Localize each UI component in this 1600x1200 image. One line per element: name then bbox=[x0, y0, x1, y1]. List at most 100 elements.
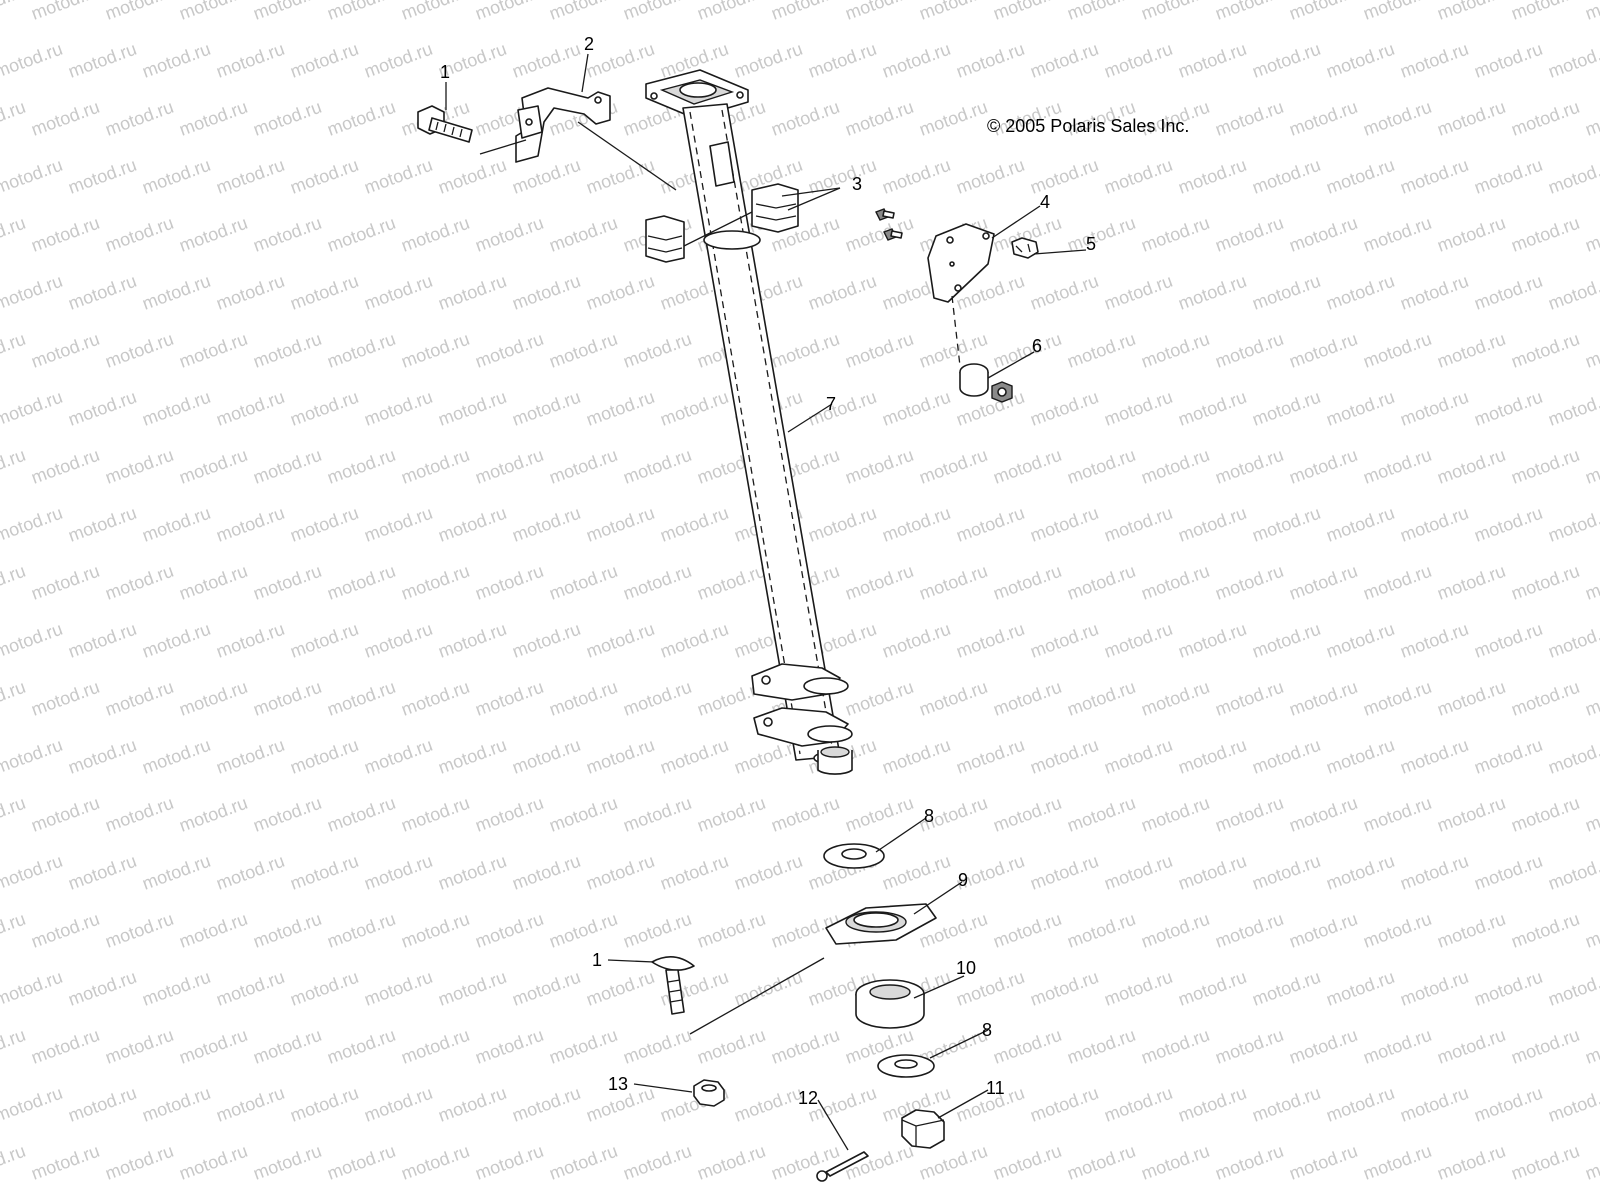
watermark-text: motod.ru bbox=[1361, 909, 1435, 952]
watermark-text: motod.ru bbox=[510, 851, 584, 894]
watermark-text: motod.ru bbox=[1398, 387, 1472, 430]
watermark-text: motod.ru bbox=[1213, 1025, 1287, 1068]
watermark-text: motod.ru bbox=[140, 39, 214, 82]
watermark-text: motod.ru bbox=[1213, 445, 1287, 488]
watermark-text: motod.ru bbox=[1324, 271, 1398, 314]
watermark-text: motod.ru bbox=[362, 735, 436, 778]
watermark-text: motod.ru bbox=[1361, 1141, 1435, 1184]
watermark-text: motod.ru bbox=[1213, 97, 1287, 140]
watermark-text: motod.ru bbox=[0, 387, 65, 430]
watermark-text: motod.ru bbox=[1028, 387, 1102, 430]
watermark-text: motod.ru bbox=[103, 1141, 177, 1184]
watermark-text: motod.ru bbox=[29, 213, 103, 256]
watermark-text: motod.ru bbox=[473, 561, 547, 604]
watermark-text: motod.ru bbox=[1028, 619, 1102, 662]
castle-nut bbox=[901, 1109, 945, 1149]
watermark-text: motod.ru bbox=[1398, 39, 1472, 82]
spacer-and-nut bbox=[959, 363, 1013, 403]
watermark-text: motod.ru bbox=[399, 561, 473, 604]
watermark-text: motod.ru bbox=[769, 97, 843, 140]
watermark-text: motod.ru bbox=[1472, 619, 1546, 662]
watermark-text: motod.ru bbox=[1324, 503, 1398, 546]
watermark-text: motod.ru bbox=[1583, 793, 1600, 836]
cotter-pin bbox=[816, 1151, 869, 1182]
watermark-text: motod.ru bbox=[584, 39, 658, 82]
watermark-text: motod.ru bbox=[1509, 561, 1583, 604]
watermark-text: motod.ru bbox=[325, 213, 399, 256]
watermark-text: motod.ru bbox=[1287, 909, 1361, 952]
watermark-text: motod.ru bbox=[29, 0, 103, 24]
watermark-text: motod.ru bbox=[1028, 39, 1102, 82]
watermark-text: motod.ru bbox=[1102, 619, 1176, 662]
watermark-text: motod.ru bbox=[1583, 1141, 1600, 1184]
watermark-text: motod.ru bbox=[1287, 1025, 1361, 1068]
watermark-text: motod.ru bbox=[547, 445, 621, 488]
watermark-text: motod.ru bbox=[177, 445, 251, 488]
watermark-text: motod.ru bbox=[584, 155, 658, 198]
watermark-text: motod.ru bbox=[1509, 909, 1583, 952]
watermark-text: motod.ru bbox=[288, 387, 362, 430]
thick-bushing bbox=[855, 979, 925, 1029]
screw-small bbox=[875, 208, 903, 241]
watermark-text: motod.ru bbox=[1583, 909, 1600, 952]
watermark-text: motod.ru bbox=[251, 1025, 325, 1068]
watermark-text: motod.ru bbox=[436, 1083, 510, 1126]
watermark-text: motod.ru bbox=[103, 0, 177, 24]
callout-9: 9 bbox=[958, 870, 968, 890]
watermark-text: motod.ru bbox=[1546, 155, 1600, 198]
watermark-text: motod.ru bbox=[769, 329, 843, 372]
watermark-text: motod.ru bbox=[214, 39, 288, 82]
watermark-text: motod.ru bbox=[1472, 1083, 1546, 1126]
watermark-text: motod.ru bbox=[251, 445, 325, 488]
watermark-text: motod.ru bbox=[1398, 155, 1472, 198]
watermark-text: motod.ru bbox=[0, 503, 65, 546]
watermark-text: motod.ru bbox=[658, 735, 732, 778]
watermark-text: motod.ru bbox=[399, 1025, 473, 1068]
watermark-text: motod.ru bbox=[547, 329, 621, 372]
watermark-text: motod.ru bbox=[1472, 735, 1546, 778]
watermark-text: motod.ru bbox=[917, 97, 991, 140]
washer-upper bbox=[823, 843, 885, 869]
callout-1-top: 1 bbox=[440, 62, 450, 82]
watermark-text: motod.ru bbox=[843, 561, 917, 604]
watermark-text: motod.ru bbox=[1028, 851, 1102, 894]
watermark-text: motod.ru bbox=[362, 851, 436, 894]
watermark-text: motod.ru bbox=[1250, 503, 1324, 546]
watermark-text: motod.ru bbox=[1176, 967, 1250, 1010]
watermark-text: motod.ru bbox=[991, 1025, 1065, 1068]
watermark-text: motod.ru bbox=[1213, 0, 1287, 24]
watermark-text: motod.ru bbox=[399, 677, 473, 720]
watermark-text: motod.ru bbox=[584, 503, 658, 546]
callout-5: 5 bbox=[1086, 234, 1096, 254]
watermark-text: motod.ru bbox=[251, 213, 325, 256]
watermark-text: motod.ru bbox=[1065, 677, 1139, 720]
watermark-text: motod.ru bbox=[1250, 1083, 1324, 1126]
watermark-text: motod.ru bbox=[880, 851, 954, 894]
watermark-text: motod.ru bbox=[1028, 1083, 1102, 1126]
watermark-text: motod.ru bbox=[843, 677, 917, 720]
watermark-text: motod.ru bbox=[1028, 155, 1102, 198]
watermark-text: motod.ru bbox=[177, 1141, 251, 1184]
watermark-text: motod.ru bbox=[473, 1141, 547, 1184]
watermark-text: motod.ru bbox=[547, 909, 621, 952]
flange-bearing bbox=[825, 903, 937, 945]
watermark-text: motod.ru bbox=[1176, 39, 1250, 82]
watermark-text: motod.ru bbox=[1213, 909, 1287, 952]
watermark-text: motod.ru bbox=[288, 503, 362, 546]
watermark-text: motod.ru bbox=[1324, 155, 1398, 198]
watermark-text: motod.ru bbox=[66, 967, 140, 1010]
watermark-text: motod.ru bbox=[1213, 677, 1287, 720]
callout-10: 10 bbox=[956, 958, 976, 978]
watermark-text: motod.ru bbox=[29, 1141, 103, 1184]
watermark-text: motod.ru bbox=[0, 793, 28, 836]
watermark-text: motod.ru bbox=[1028, 735, 1102, 778]
watermark-text: motod.ru bbox=[991, 1141, 1065, 1184]
watermark-text: motod.ru bbox=[0, 561, 28, 604]
watermark-text: motod.ru bbox=[1139, 213, 1213, 256]
watermark-text: motod.ru bbox=[251, 909, 325, 952]
watermark-text: motod.ru bbox=[1546, 39, 1600, 82]
watermark-text: motod.ru bbox=[177, 213, 251, 256]
watermark-text: motod.ru bbox=[1102, 967, 1176, 1010]
watermark-text: motod.ru bbox=[325, 1141, 399, 1184]
